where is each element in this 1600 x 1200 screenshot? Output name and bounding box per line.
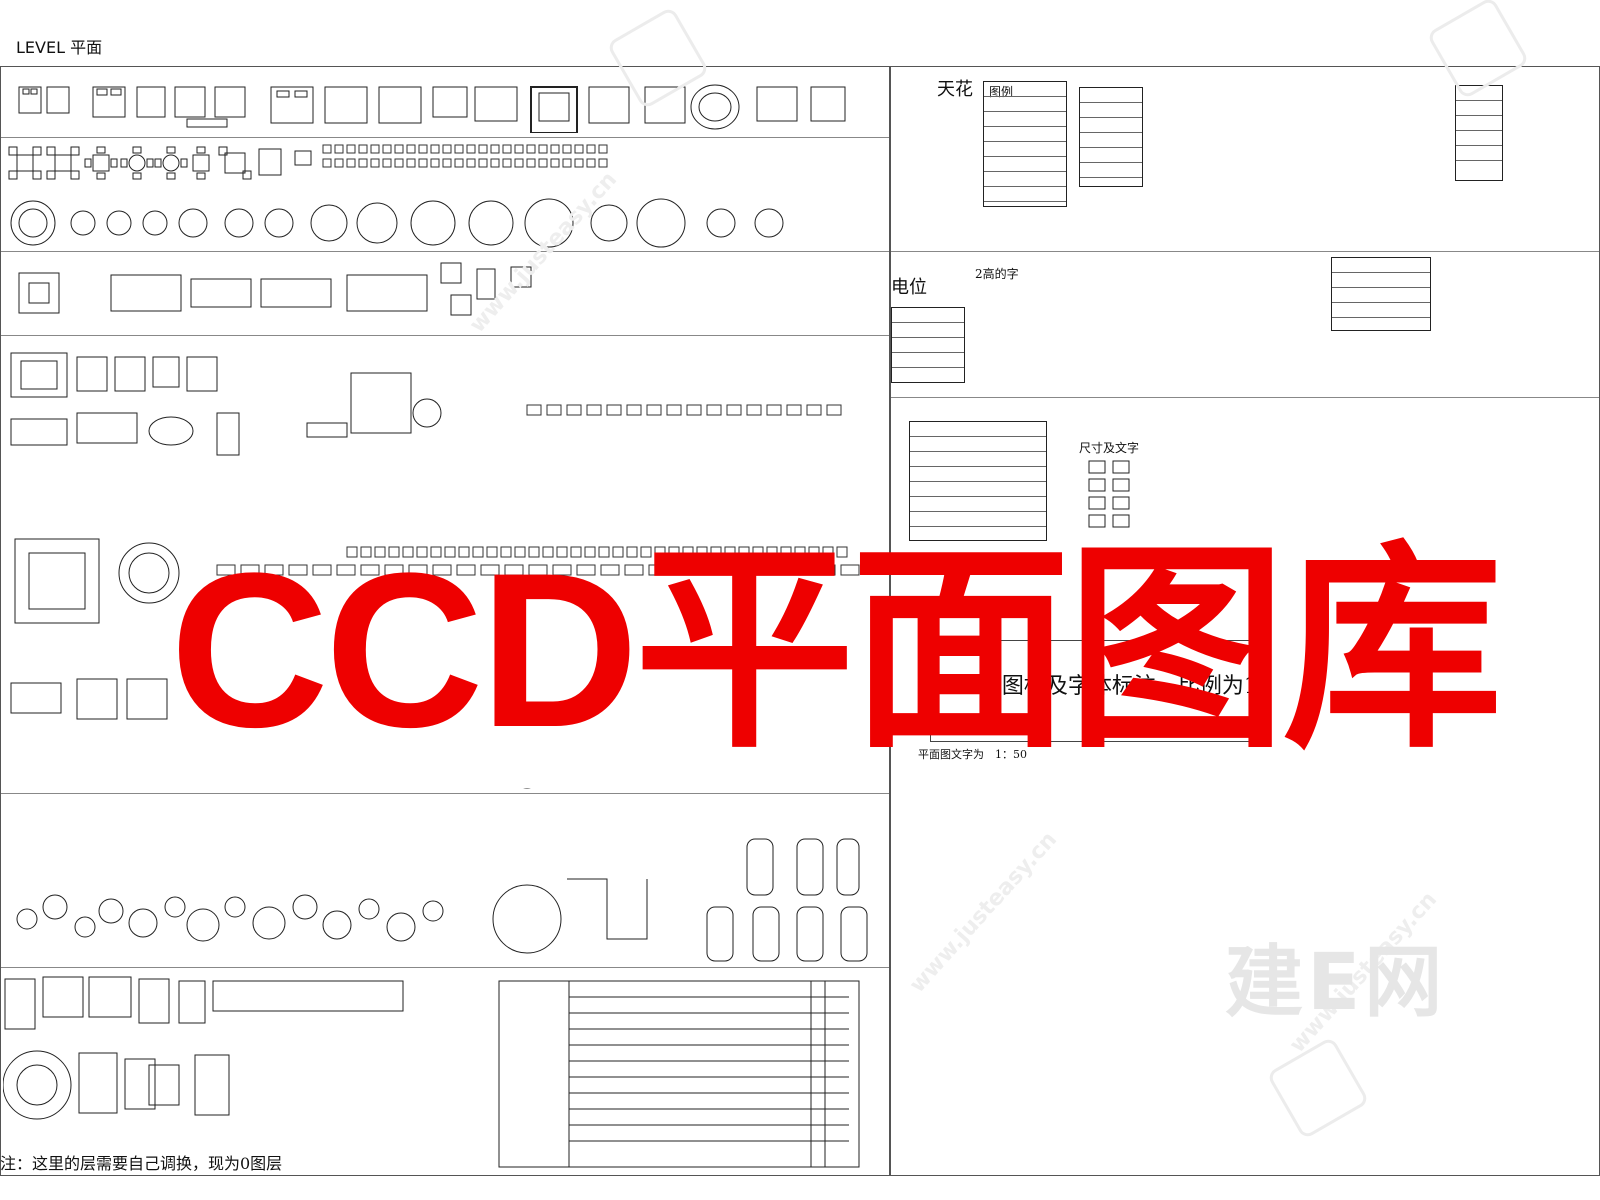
dimension-scale-samples xyxy=(1088,460,1130,528)
row-divider xyxy=(891,251,1599,252)
electric-section-label: 电位 xyxy=(891,277,927,298)
ceiling-legend-table xyxy=(983,81,1067,207)
living-room-furniture-symbols xyxy=(10,352,860,818)
row-divider xyxy=(1,967,889,968)
ceiling-section-label: 天花 xyxy=(937,79,973,100)
dining-table-row xyxy=(5,141,885,249)
furniture-library-frame xyxy=(0,66,890,1176)
ceiling-symbol-table xyxy=(1079,87,1143,187)
layer-footnote: 注：这里的层需要自己调换，现为0图层 xyxy=(0,1154,283,1173)
patterns-and-persons-row xyxy=(2,973,873,1173)
scale-note-text: A0的图框及字体标注，比例为1: xyxy=(950,674,1266,699)
scale-note-box xyxy=(930,640,1262,742)
electric-legend-table xyxy=(891,307,965,383)
row-divider xyxy=(1,335,889,336)
conference-table-symbols xyxy=(18,262,532,316)
row-divider xyxy=(891,397,1599,398)
dining-table-symbols xyxy=(8,144,784,248)
socket-legend-table xyxy=(1331,257,1431,331)
patterns-and-persons-symbols xyxy=(2,976,860,1168)
plants-and-vehicles-row xyxy=(7,799,877,963)
dimension-text-label: 尺寸及文字 xyxy=(1079,441,1140,455)
plants-and-vehicles-symbols xyxy=(16,838,868,962)
watermark-brand: 建E网 xyxy=(1225,938,1447,1028)
bed-symbols xyxy=(18,84,846,134)
ceiling-legend-label: 图例 xyxy=(989,85,1014,99)
symbol-matrix-table xyxy=(909,421,1047,541)
row-divider xyxy=(1,793,889,794)
plan-text-scale: 平面图文字为 1：50 xyxy=(918,748,1027,761)
conference-table-row xyxy=(11,259,571,333)
height-text-label: 2高的字 xyxy=(975,267,1019,281)
library-title: CCD平面图库 xyxy=(170,527,1503,773)
lighting-legend-table xyxy=(1455,85,1503,181)
bed-symbols-row xyxy=(15,83,875,134)
row-divider xyxy=(1,251,889,252)
legend-library-frame: 天花 图例 电位 2高的字 尺寸及文字 xyxy=(890,66,1600,1176)
page-heading: LEVEL 平面 xyxy=(16,38,103,57)
living-room-furniture-area xyxy=(7,343,877,818)
row-divider xyxy=(1,137,889,138)
